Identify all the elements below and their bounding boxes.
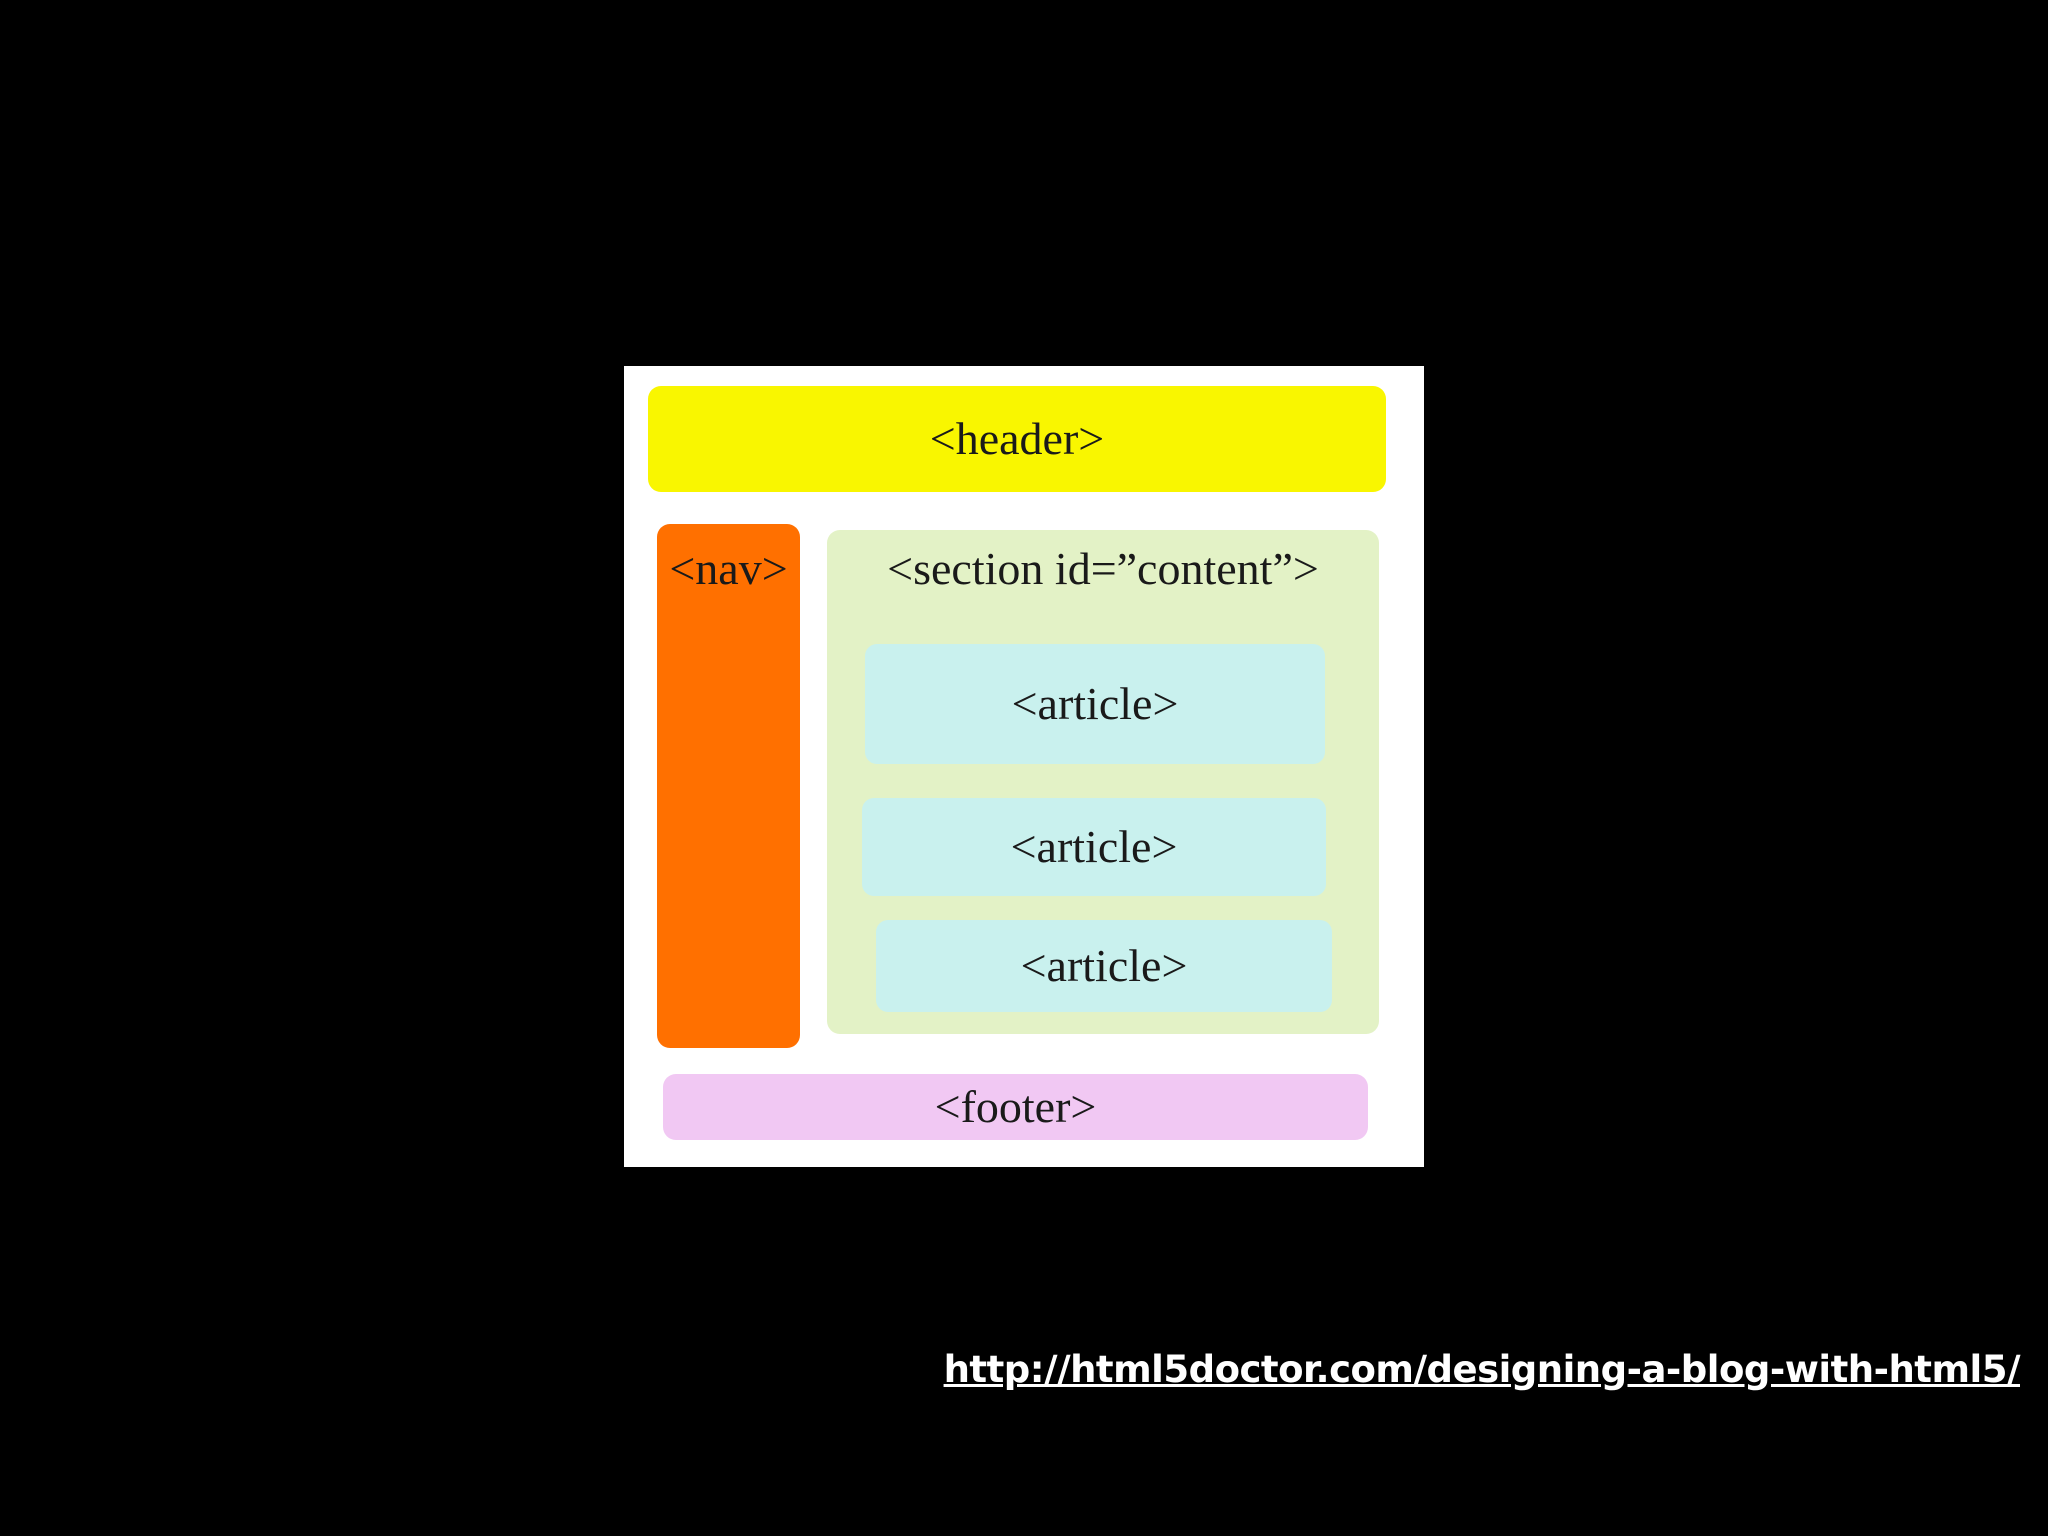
header-label: <header> xyxy=(929,413,1105,464)
header-block: <header> xyxy=(648,386,1386,492)
html5-layout-diagram: <header> <nav> <section id=”content”> <a… xyxy=(624,366,1424,1167)
section-label: <section id=”content”> xyxy=(887,543,1319,594)
article-label: <article> xyxy=(1020,940,1188,991)
article-label: <article> xyxy=(1010,821,1178,872)
article-block: <article> xyxy=(865,644,1325,764)
article-block: <article> xyxy=(862,798,1326,896)
article-label: <article> xyxy=(1011,678,1179,729)
footer-label: <footer> xyxy=(934,1081,1097,1132)
footer-block: <footer> xyxy=(663,1074,1368,1140)
source-link[interactable]: http://html5doctor.com/designing-a-blog-… xyxy=(943,1348,2021,1391)
article-block: <article> xyxy=(876,920,1332,1012)
nav-label: <nav> xyxy=(669,543,788,594)
nav-block: <nav> xyxy=(657,524,800,1048)
